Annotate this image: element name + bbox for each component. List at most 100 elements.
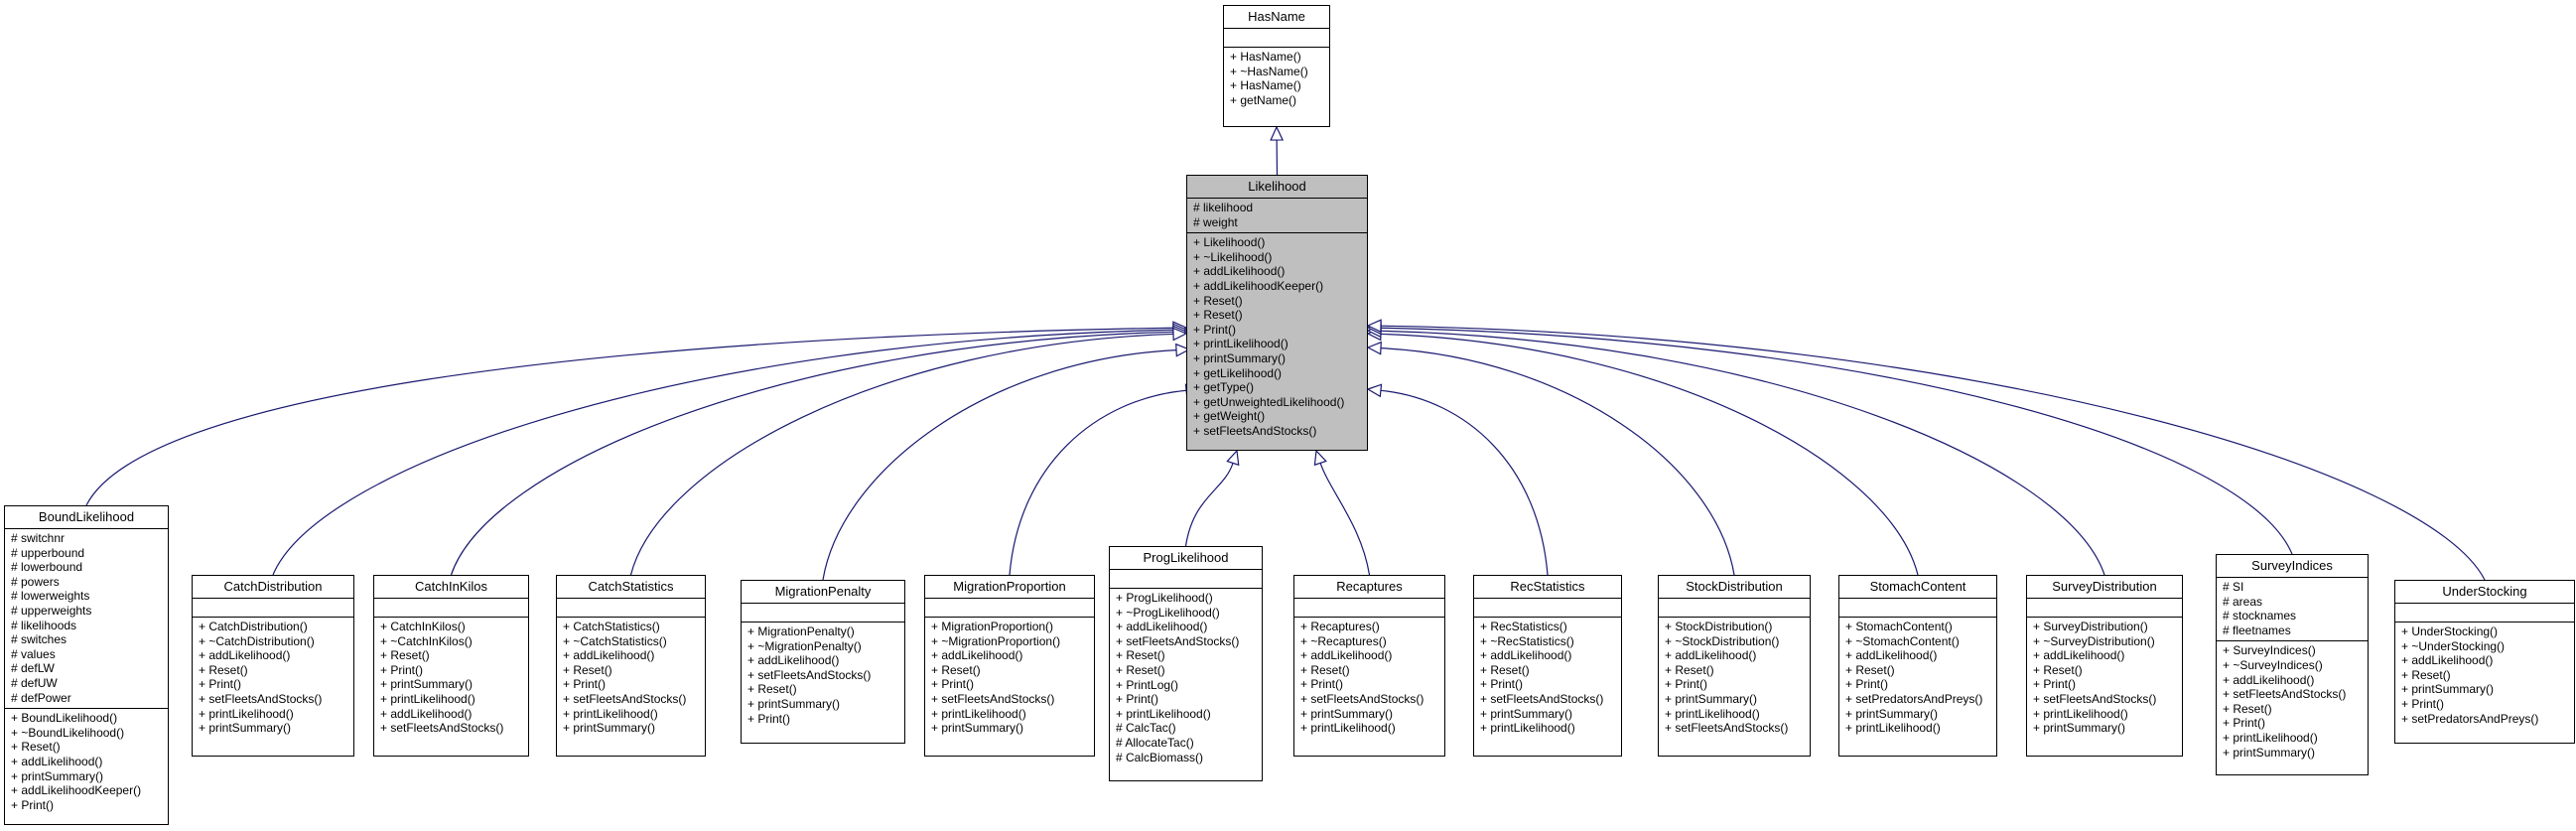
- attribute: # SI: [2223, 580, 2244, 594]
- class-name: CatchStatistics: [557, 576, 705, 599]
- class-box-catchdistribution[interactable]: CatchDistribution+ CatchDistribution()+ …: [192, 575, 354, 757]
- operation: + addLikelihood(): [2401, 653, 2494, 668]
- class-box-catchinkilos[interactable]: CatchInKilos+ CatchInKilos()+ ~CatchInKi…: [373, 575, 529, 757]
- class-box-recstatistics[interactable]: RecStatistics+ RecStatistics()+ ~RecStat…: [1473, 575, 1622, 757]
- operation: # AllocateTac(): [1116, 735, 1194, 750]
- operation: + printSummary(): [1845, 706, 1939, 721]
- class-box-surveydistribution[interactable]: SurveyDistribution+ SurveyDistribution()…: [2026, 575, 2183, 757]
- operation: + CatchDistribution(): [199, 620, 308, 633]
- operation: + addLikelihood(): [2033, 648, 2125, 663]
- class-box-likelihood[interactable]: Likelihood# likelihood# weight+ Likeliho…: [1186, 175, 1368, 451]
- class-box-boundlikelihood[interactable]: BoundLikelihood# switchnr# upperbound# l…: [4, 505, 169, 825]
- operation: + CatchStatistics(): [563, 620, 660, 633]
- operations-compartment: + StomachContent()+ ~StomachContent()+ a…: [1839, 618, 1996, 739]
- operation: + SurveyDistribution(): [2033, 620, 2148, 633]
- operation: + ~RecStatistics(): [1480, 633, 1574, 648]
- operations-compartment: + MigrationProportion()+ ~MigrationPropo…: [925, 618, 1094, 739]
- class-box-understocking[interactable]: UnderStocking + UnderStocking()+ ~UnderSt…: [2394, 580, 2575, 744]
- class-box-surveyindices[interactable]: SurveyIndices# SI# areas# stocknames# fl…: [2216, 554, 2369, 775]
- class-name: MigrationPenalty: [742, 581, 904, 604]
- operation: + ~CatchDistribution(): [199, 633, 315, 648]
- operation: + HasName(): [1230, 50, 1301, 64]
- operation: + addLikelihood(): [380, 706, 473, 721]
- operation: + HasName(): [1230, 78, 1301, 93]
- operations-compartment: + ProgLikelihood()+ ~ProgLikelihood()+ a…: [1110, 589, 1262, 767]
- class-box-stockdistribution[interactable]: StockDistribution+ StockDistribution()+ …: [1658, 575, 1811, 757]
- class-name: StockDistribution: [1659, 576, 1810, 599]
- operation: + addLikelihood(): [1300, 648, 1393, 663]
- inheritance-edge: [1380, 389, 1549, 576]
- operation: + setFleetsAndStocks(): [1300, 691, 1424, 706]
- operation: + CatchInKilos(): [380, 620, 466, 633]
- operation: + addLikelihood(): [199, 648, 291, 663]
- operation: + printLikelihood(): [2223, 730, 2318, 745]
- operation: + ~MigrationProportion(): [931, 633, 1061, 648]
- operation: + printLikelihood(): [931, 706, 1026, 721]
- attributes-compartment: [1110, 570, 1262, 589]
- operation: + ~StockDistribution(): [1665, 633, 1780, 648]
- operation: + printLikelihood(): [1665, 706, 1760, 721]
- operation: + printLikelihood(): [199, 706, 294, 721]
- operation: + Print(): [2223, 716, 2266, 731]
- class-box-catchstatistics[interactable]: CatchStatistics + CatchStatistics()+ ~Cat…: [556, 575, 706, 757]
- class-box-hasname[interactable]: HasName + HasName()+ ~HasName()+ HasName(…: [1223, 5, 1330, 127]
- operation: + Print(): [1193, 322, 1237, 337]
- operations-compartment: + CatchStatistics()+ ~CatchStatistics()+…: [557, 618, 705, 739]
- operation: + RecStatistics(): [1480, 620, 1567, 633]
- operation: + setFleetsAndStocks(): [1665, 721, 1789, 736]
- class-box-recaptures[interactable]: Recaptures+ Recaptures()+ ~Recaptures()+…: [1293, 575, 1445, 757]
- operation: + printSummary(): [1193, 350, 1287, 365]
- class-name: Likelihood: [1187, 176, 1367, 199]
- operation: + addLikelihood(): [1665, 648, 1757, 663]
- class-name: Recaptures: [1294, 576, 1444, 599]
- operation: + ~UnderStocking(): [2401, 638, 2506, 653]
- operation: + addLikelihoodKeeper(): [1193, 278, 1324, 293]
- operation: + Reset(): [2033, 662, 2083, 677]
- attribute: # stocknames: [2223, 609, 2297, 623]
- inheritance-arrowhead: [1226, 449, 1240, 467]
- operations-compartment: + Likelihood()+ ~Likelihood()+ addLikeli…: [1187, 233, 1367, 441]
- inheritance-edge: [1380, 330, 2105, 576]
- operation: + Reset(): [1480, 662, 1530, 677]
- operation: + Reset(): [1845, 662, 1895, 677]
- class-name: UnderStocking: [2395, 581, 2574, 604]
- operation: + Print(): [199, 677, 242, 692]
- operation: + printSummary(): [1300, 706, 1394, 721]
- operation: + printLikelihood(): [380, 691, 475, 706]
- operation: + setFleetsAndStocks(): [1480, 691, 1604, 706]
- operation: + MigrationPenalty(): [747, 624, 855, 638]
- operation: + Recaptures(): [1300, 620, 1380, 633]
- operations-compartment: + CatchDistribution()+ ~CatchDistributio…: [193, 618, 353, 739]
- operation: + Reset(): [380, 648, 430, 663]
- class-name: StomachContent: [1839, 576, 1996, 599]
- class-box-proglikelihood[interactable]: ProgLikelihood+ ProgLikelihood()+ ~ProgL…: [1109, 546, 1263, 781]
- operation: + getUnweightedLikelihood(): [1193, 394, 1345, 409]
- attribute: # values: [11, 646, 56, 661]
- inheritance-arrowhead: [1366, 383, 1383, 398]
- operation: + setPredatorsAndPreys(): [2401, 711, 2539, 726]
- class-box-migrationproportion[interactable]: MigrationProportion+ MigrationProportion…: [924, 575, 1095, 757]
- operation: + MigrationProportion(): [931, 620, 1054, 633]
- operation: + Reset(): [1116, 648, 1165, 663]
- operation: + setFleetsAndStocks(): [380, 721, 504, 736]
- operation: + addLikelihood(): [1193, 264, 1286, 279]
- class-box-migrationpenalty[interactable]: MigrationPenalty + MigrationPenalty()+ ~M…: [741, 580, 905, 744]
- class-box-stomachcontent[interactable]: StomachContent + StomachContent()+ ~Stoma…: [1838, 575, 1997, 757]
- operation: + ~SurveyIndices(): [2223, 657, 2323, 672]
- inheritance-edge: [1380, 327, 2293, 555]
- attribute: # switches: [11, 632, 68, 647]
- operation: + printSummary(): [2401, 682, 2495, 697]
- operation: + Print(): [1480, 677, 1524, 692]
- operation: + ~HasName(): [1230, 64, 1308, 78]
- operations-compartment: + MigrationPenalty()+ ~MigrationPenalty(…: [742, 623, 904, 729]
- operation: + UnderStocking(): [2401, 624, 2499, 638]
- operation: # CalcTac(): [1116, 721, 1176, 736]
- inheritance-edge: [1380, 347, 1735, 576]
- operations-compartment: + SurveyIndices()+ ~SurveyIndices()+ add…: [2217, 641, 2368, 762]
- operation: + ~ProgLikelihood(): [1116, 605, 1220, 620]
- operation: + setFleetsAndStocks(): [747, 667, 872, 682]
- class-name: HasName: [1224, 6, 1329, 29]
- operation: + addLikelihood(): [1480, 648, 1572, 663]
- inheritance-edge: [822, 349, 1177, 581]
